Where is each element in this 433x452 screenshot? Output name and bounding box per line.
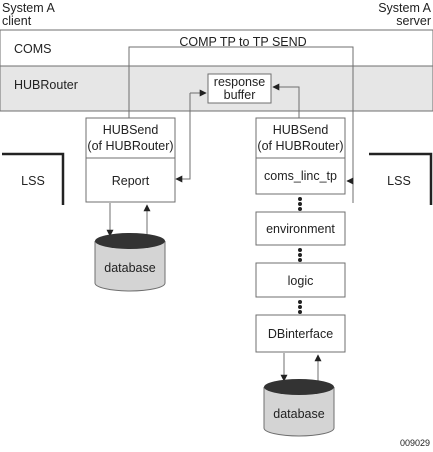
- client-hubsend-sublabel: (of HUBRouter): [87, 139, 173, 153]
- logic-box: [255, 262, 346, 298]
- server-title: System A: [378, 1, 431, 15]
- client-hubsend-box: [85, 117, 176, 159]
- comp-tp-label: COMP TP to TP SEND: [179, 35, 306, 49]
- report-from-buffer-arrow: [175, 93, 191, 183]
- client-subtitle: client: [2, 14, 32, 28]
- server-to-buffer-arrow: [272, 83, 300, 118]
- coms-label: COMS: [14, 42, 52, 56]
- coms-linc-tp-box: [255, 157, 346, 195]
- client-database-label: database: [104, 261, 155, 275]
- lss-right-box: [369, 152, 433, 205]
- server-hubsend-label: HUBSend: [273, 123, 329, 137]
- coms-linc-tp-label: coms_linc_tp: [264, 169, 337, 183]
- response-buffer-label-1: response: [214, 75, 265, 89]
- report-box: [85, 157, 176, 203]
- client-database-cylinder: [94, 233, 166, 292]
- ellipsis-dots-2: [298, 248, 302, 262]
- figure-id: 009029: [400, 438, 430, 448]
- lss-right-label: LSS: [387, 174, 411, 188]
- ellipsis-dots-3: [298, 300, 302, 314]
- server-database-cylinder: [263, 379, 335, 437]
- client-hubsend-label: HUBSend: [103, 123, 159, 137]
- server-database-label: database: [273, 407, 324, 421]
- ellipsis-dots-1: [298, 197, 302, 211]
- report-label: Report: [112, 174, 150, 188]
- hubrouter-label: HUBRouter: [14, 78, 78, 92]
- response-buffer-box: [207, 73, 272, 104]
- server-subtitle: server: [396, 14, 431, 28]
- lss-left-box: [2, 152, 65, 205]
- lss-left-label: LSS: [21, 174, 45, 188]
- client-title: System A: [2, 1, 55, 15]
- logic-label: logic: [288, 274, 314, 288]
- dbinterface-label: DBinterface: [268, 327, 333, 341]
- server-hubsend-sublabel: (of HUBRouter): [257, 139, 343, 153]
- environment-box: [255, 211, 346, 246]
- coms-band: [0, 29, 433, 67]
- environment-label: environment: [266, 222, 335, 236]
- connection-to-coms-linc-arrow: [346, 177, 354, 203]
- server-hubsend-box: [255, 117, 346, 159]
- comp-tp-connection-line: [128, 46, 354, 203]
- dbinterface-box: [255, 314, 346, 353]
- response-buffer-label-2: buffer: [224, 88, 256, 102]
